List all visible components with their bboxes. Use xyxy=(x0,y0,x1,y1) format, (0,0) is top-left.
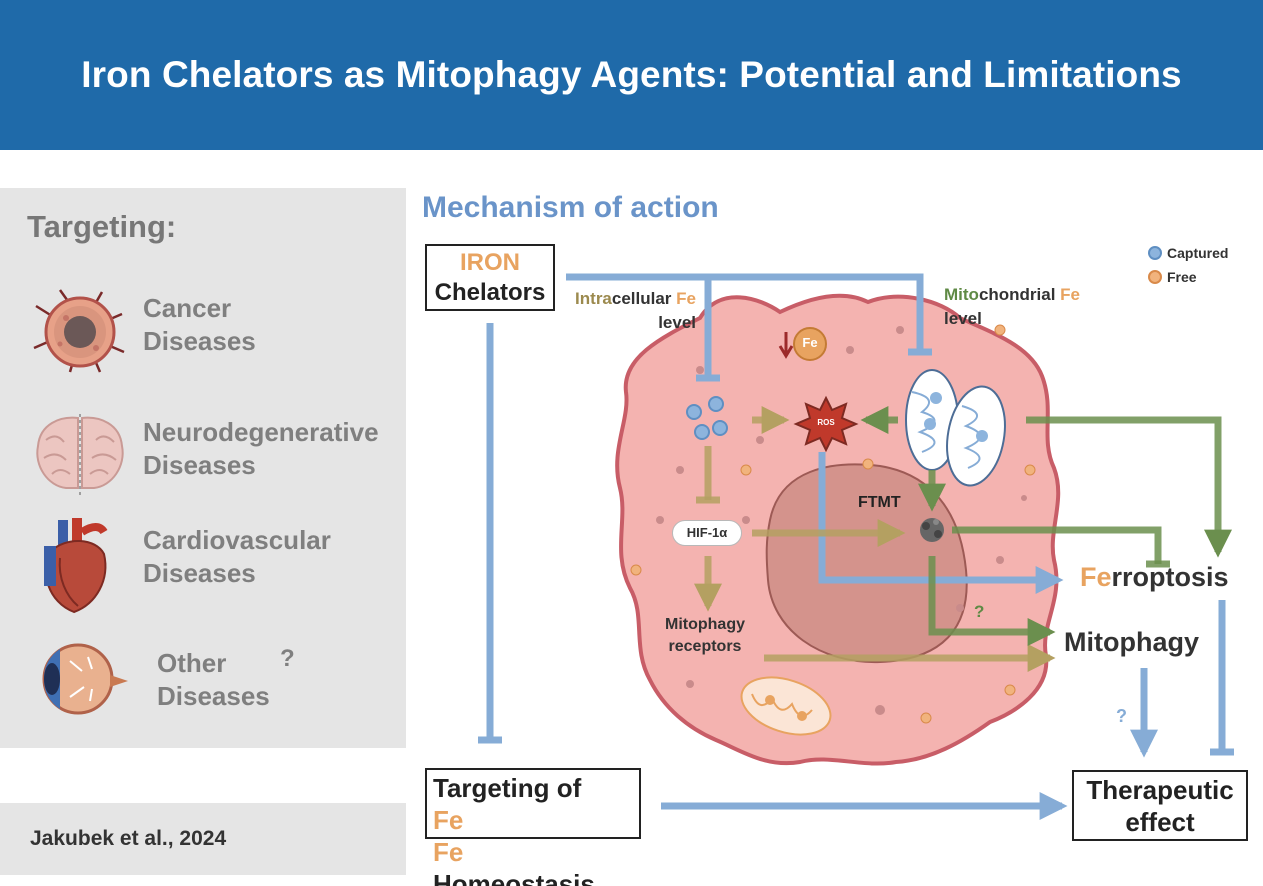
disease-item-neurodegenerative: Neurodegenerative Diseases xyxy=(30,410,406,500)
targeting-fe-homeostasis-box: Targeting of Fe Fe Homeostasis xyxy=(425,768,641,886)
ferroptosis-label: Ferroptosis xyxy=(1080,562,1229,592)
disease-item-cardiovascular: Cardiovascular Diseases xyxy=(30,518,406,614)
eye-icon xyxy=(42,643,128,715)
disease-item-cancer: Cancer Diseases xyxy=(30,286,406,376)
mitophagy-receptors-label: Mitophagy receptors xyxy=(665,616,745,655)
mitochondrial-fe-label: Mitochondrial Fe level xyxy=(944,285,1081,328)
captured-legend-icon xyxy=(1148,246,1162,260)
nucleus xyxy=(765,463,968,664)
chelators-label: Chelators xyxy=(434,279,546,306)
legend-label: Free xyxy=(1167,269,1197,285)
citation-box: Jakubek et al., 2024 xyxy=(0,803,406,875)
ftmt-label: FTMT xyxy=(858,494,901,511)
mitochondrion-free xyxy=(740,676,832,736)
free-fe-icon xyxy=(793,327,827,361)
ros-icon xyxy=(793,395,859,453)
disease-label: Cancer xyxy=(143,293,232,323)
hif-1a-label: HIF-1α xyxy=(672,520,742,546)
disease-label: Diseases xyxy=(143,450,256,480)
therapeutic-effect-box: Therapeutic effect xyxy=(1072,770,1248,841)
mechanism-heading: Mechanism of action xyxy=(422,191,719,224)
citation-text: Jakubek et al., 2024 xyxy=(30,827,227,850)
cytoplasm-dots xyxy=(656,326,1027,715)
targeting-panel: Targeting: Cancer Diseases Neurodegenera… xyxy=(0,188,406,748)
ros-label: ROS xyxy=(817,418,835,427)
green-arrows xyxy=(860,406,1232,646)
fe-circle-label: Fe xyxy=(802,335,818,350)
intracellular-fe-label: Intracellular Fe level xyxy=(575,289,696,332)
free-iron-dots xyxy=(630,324,1036,724)
disease-label: Neurodegenerative xyxy=(143,417,379,447)
iron-chelators-box: IRON Chelators xyxy=(425,244,555,311)
captured-iron-cluster xyxy=(686,396,728,440)
header-banner: Iron Chelators as Mitophagy Agents: Pote… xyxy=(0,0,1263,150)
down-arrow-icon xyxy=(778,332,794,359)
legend-free: Free xyxy=(1148,269,1197,285)
question-mark: ? xyxy=(280,645,295,672)
ftmt-icon xyxy=(920,518,944,542)
disease-item-other: Other Diseases ? xyxy=(30,635,406,725)
mitochondria-captured xyxy=(905,369,1006,487)
olive-arrows xyxy=(694,406,1056,672)
mitophagy-label: Mitophagy xyxy=(1064,627,1199,657)
heart-icon xyxy=(44,518,108,614)
brain-icon xyxy=(36,414,124,498)
page-title: Iron Chelators as Mitophagy Agents: Pote… xyxy=(81,54,1182,95)
disease-label: Diseases xyxy=(157,681,270,711)
targeting-heading: Targeting: xyxy=(27,209,177,244)
iron-label: IRON xyxy=(460,249,520,276)
disease-label: Other xyxy=(157,648,227,678)
disease-label: Cardiovascular xyxy=(143,525,331,555)
disease-label: Diseases xyxy=(143,558,256,588)
legend-captured: Captured xyxy=(1148,245,1228,261)
legend-label: Captured xyxy=(1167,245,1229,261)
tumor-icon xyxy=(33,289,125,373)
blue-arrows xyxy=(478,273,1234,820)
question-mark-green: ? xyxy=(974,602,985,621)
disease-label: Diseases xyxy=(143,326,256,356)
question-mark-blue: ? xyxy=(1116,706,1127,726)
free-legend-icon xyxy=(1148,270,1162,284)
